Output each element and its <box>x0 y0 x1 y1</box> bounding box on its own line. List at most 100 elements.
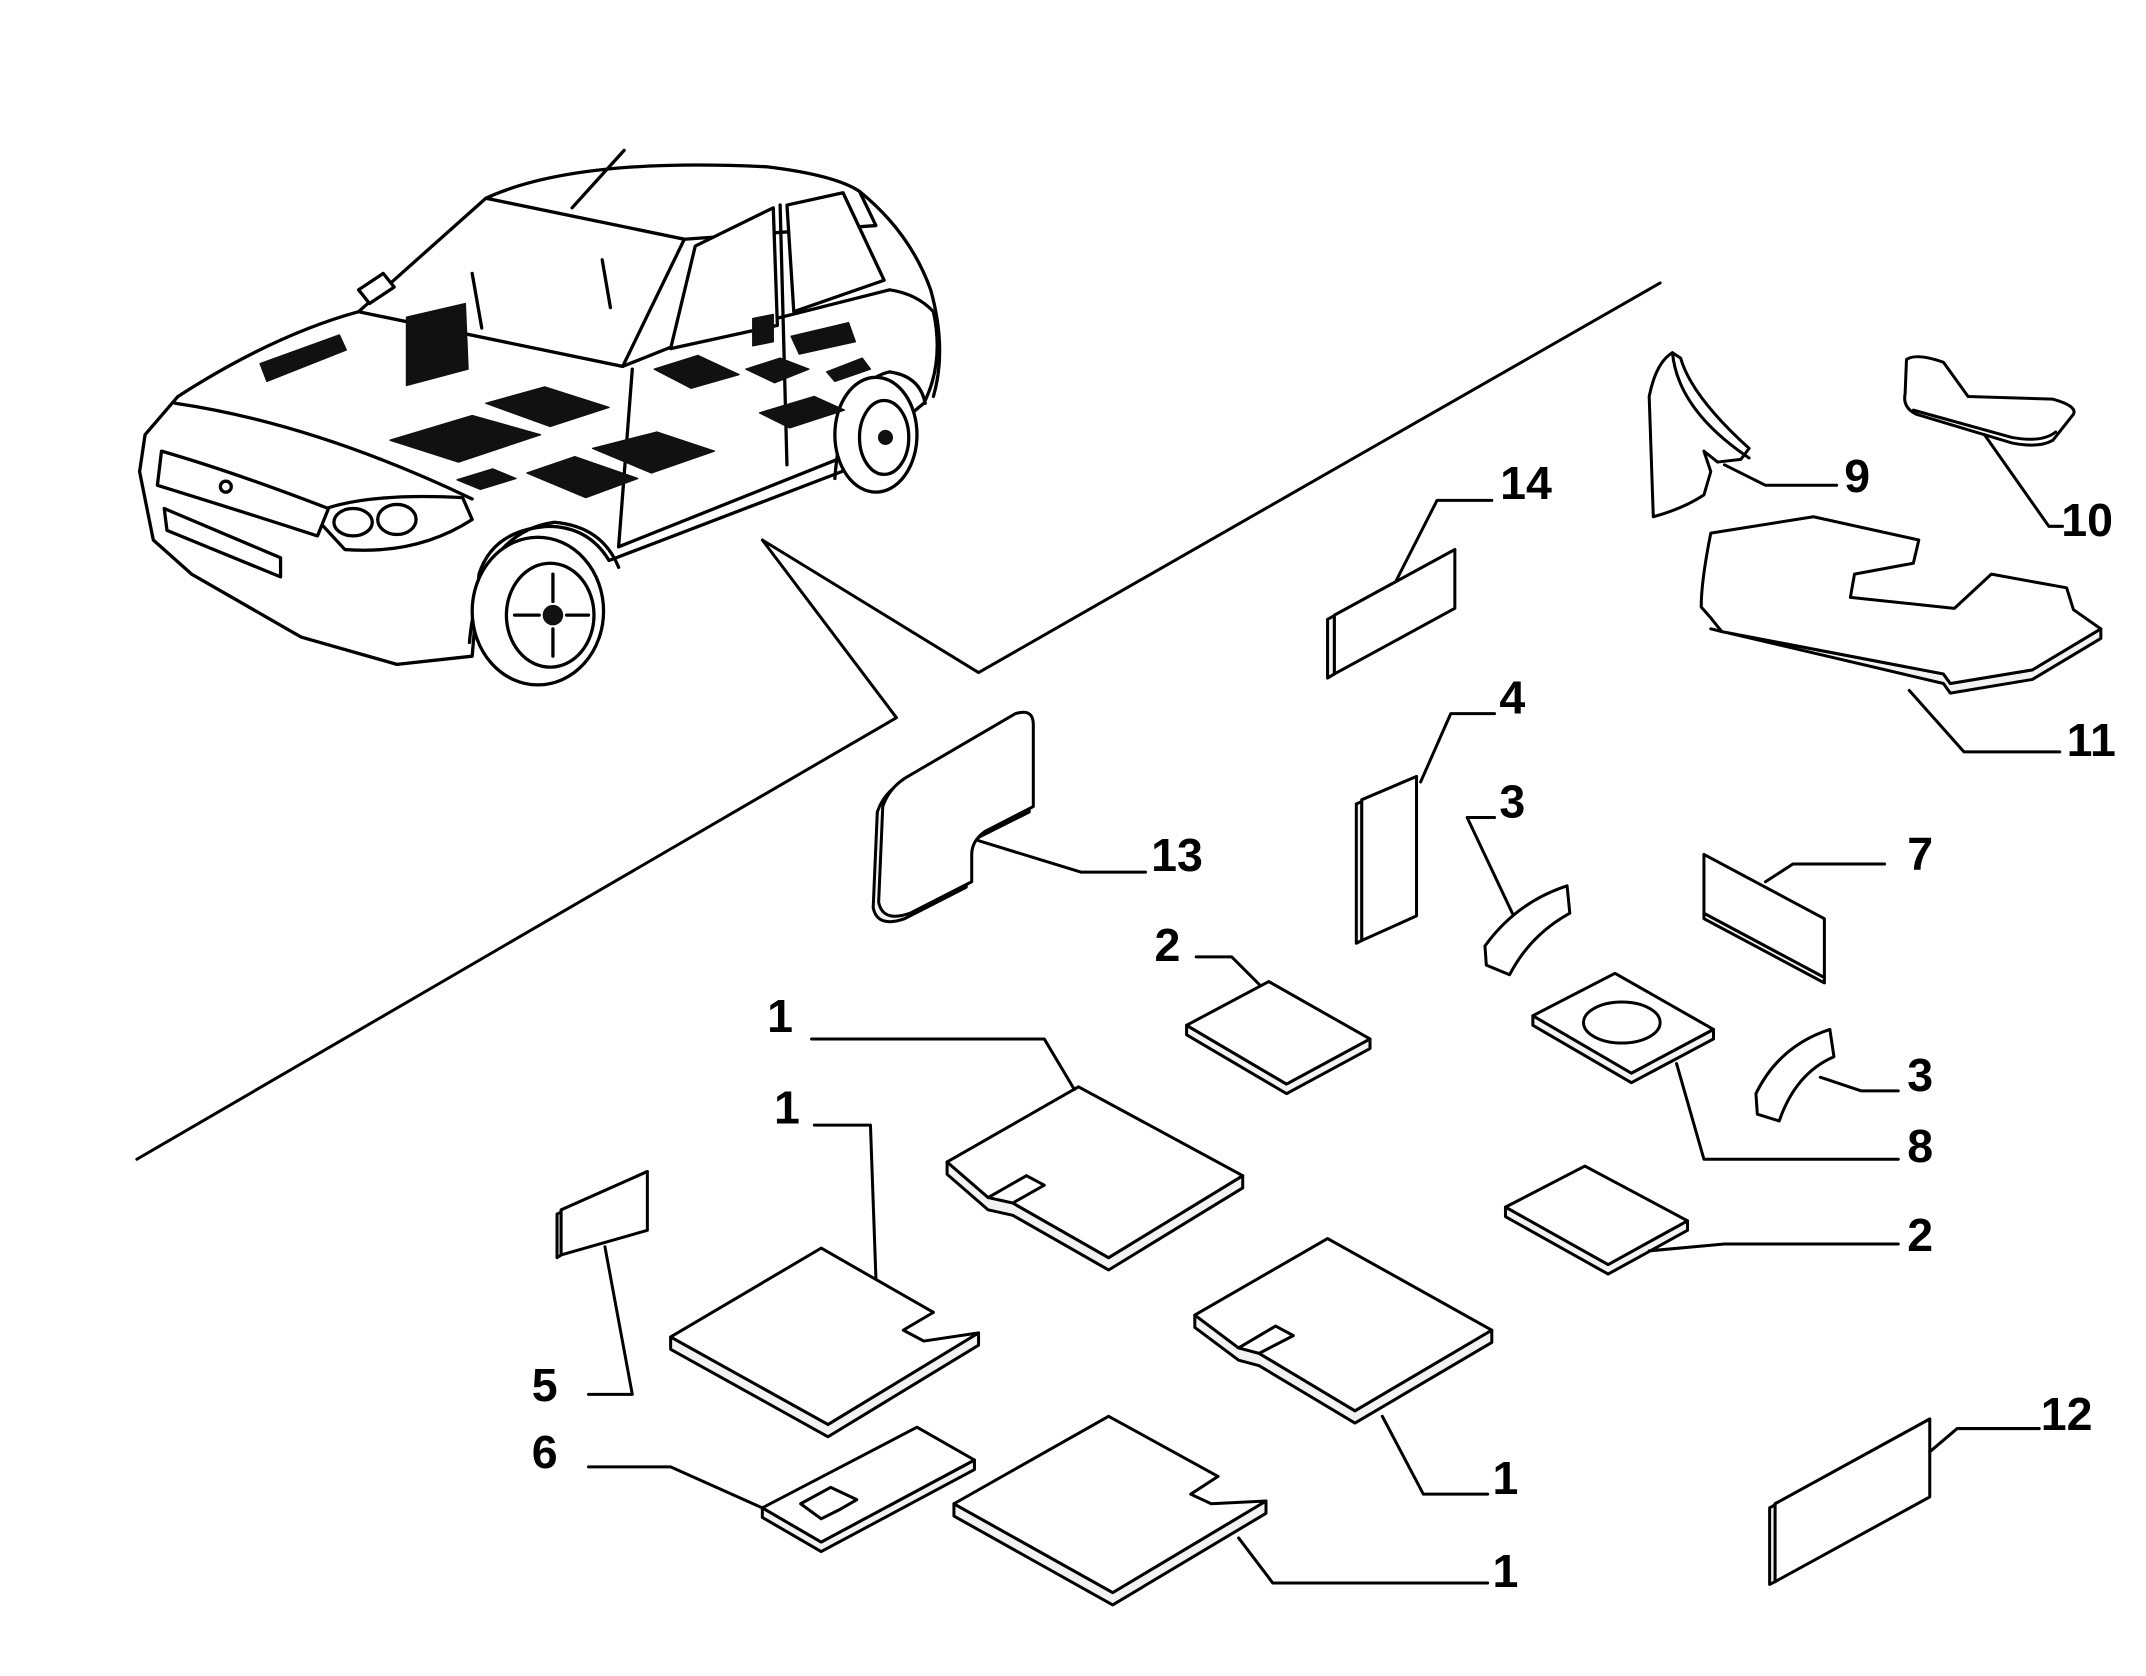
callout-12: 12 <box>2041 1388 2093 1440</box>
part-2-pad-lower <box>1503 1164 1690 1276</box>
part-11-face <box>1699 515 2103 686</box>
front-badge <box>218 479 233 494</box>
part-8-circle <box>1581 1000 1662 1045</box>
rear-floor-pad-6 <box>825 357 872 383</box>
rear-floor-pad-4 <box>752 313 774 347</box>
part-3-arc-lower <box>1754 1027 1836 1123</box>
headlight-lens-2 <box>376 502 418 537</box>
car-illustration <box>137 148 942 687</box>
callout-3-upper: 3 <box>1499 776 1525 828</box>
part-2-lower-face <box>1503 1164 1690 1267</box>
part-1-lower-face <box>952 1414 1268 1595</box>
part-5-pad <box>555 1170 649 1260</box>
part-11-floor-mat <box>1699 515 2103 695</box>
part-4-pad <box>1354 774 1419 945</box>
section-divider <box>135 281 1662 1161</box>
leader-3-lower <box>1818 1075 1900 1093</box>
part-3-lower-face <box>1754 1027 1836 1123</box>
front-door-window <box>668 206 780 351</box>
part-12-face <box>1773 1417 1932 1584</box>
firewall-pad <box>405 302 469 387</box>
rear-floor-pad-3 <box>653 354 740 389</box>
part-3-upper-face <box>1483 884 1572 977</box>
leader-11 <box>1907 688 2062 754</box>
callout-3-lower: 3 <box>1907 1049 1933 1101</box>
part-13-face <box>877 710 1035 918</box>
rear-hub <box>877 429 894 445</box>
part-3-arc-upper <box>1483 884 1572 977</box>
part-10-edge <box>1911 408 2058 441</box>
part-2-pad-upper <box>1185 980 1372 1096</box>
callout-2-lower: 2 <box>1907 1209 1933 1261</box>
callout-6: 6 <box>532 1426 558 1478</box>
hood-line <box>173 401 474 501</box>
part-1-pad-left <box>669 1246 981 1439</box>
part-1-pad-lower <box>952 1414 1268 1607</box>
part-4-face <box>1360 774 1419 943</box>
callout-10: 10 <box>2061 494 2113 546</box>
car-rear <box>857 189 942 399</box>
callout-7: 7 <box>1907 827 1933 879</box>
part-9-edge <box>1670 351 1751 460</box>
leader-1-right <box>1380 1414 1490 1496</box>
part-1-pad-top <box>945 1085 1245 1272</box>
door-sill <box>616 457 840 549</box>
part-2-upper-face <box>1185 980 1372 1086</box>
leader-9 <box>1722 463 1839 487</box>
floor-pad-2 <box>485 386 610 428</box>
part-12-pad <box>1768 1417 1932 1586</box>
front-grille <box>155 449 331 538</box>
callout-1-left: 1 <box>774 1082 800 1134</box>
part-1-top-edge <box>945 1160 1245 1272</box>
callout-2-upper: 2 <box>1154 919 1180 971</box>
callout-1-lower: 1 <box>1493 1545 1519 1597</box>
leader-5 <box>587 1245 634 1396</box>
leader-13 <box>977 839 1148 874</box>
callout-1-right: 1 <box>1493 1452 1519 1504</box>
floor-pad-1 <box>389 414 542 463</box>
part-5-face <box>559 1170 649 1257</box>
part-14-pad <box>1326 548 1457 680</box>
leader-14 <box>1394 498 1494 583</box>
part-13-panel <box>871 710 1035 924</box>
part-6-pad <box>760 1425 976 1554</box>
part-10-tray <box>1903 355 2076 447</box>
leader-1-left <box>812 1123 878 1280</box>
leader-8 <box>1675 1062 1900 1161</box>
headlight-lens-1 <box>332 506 374 538</box>
windshield-reflection <box>470 258 613 330</box>
part-14-face <box>1332 548 1457 676</box>
part-9-panel <box>1647 351 1751 519</box>
front-hub <box>542 604 564 626</box>
part-1-pad-right <box>1193 1237 1494 1425</box>
side-mirror <box>356 271 396 306</box>
part-9-face <box>1647 351 1751 519</box>
callout-14: 14 <box>1500 457 1552 509</box>
rear-floor-pad-5 <box>790 321 857 355</box>
part-6-cutout <box>799 1485 859 1521</box>
part-1-right-face <box>1193 1237 1494 1413</box>
callout-5: 5 <box>532 1359 558 1411</box>
lower-grille <box>162 506 283 579</box>
callout-4: 4 <box>1499 672 1525 724</box>
leader-2-upper <box>1194 955 1261 986</box>
rear-floor-pad-2 <box>745 357 810 384</box>
callout-9: 9 <box>1844 450 1870 502</box>
part-7-pad <box>1702 852 1826 985</box>
callout-1-top: 1 <box>767 990 793 1042</box>
car-antenna <box>570 148 626 210</box>
callout-11: 11 <box>2067 714 2116 766</box>
part-8-face <box>1531 971 1716 1075</box>
front-rim-spokes <box>512 572 591 658</box>
part-7-face <box>1702 852 1826 979</box>
part-1-right-edge <box>1193 1313 1494 1425</box>
hood-pad <box>259 334 347 383</box>
part-1-top-face <box>945 1085 1245 1260</box>
part-8-pad <box>1531 971 1716 1085</box>
rear-floor-pad-1 <box>758 395 846 429</box>
rear-door-window <box>785 191 886 314</box>
car-insulation-pads <box>259 302 872 499</box>
divider-line <box>135 281 1662 1161</box>
floor-pad-5 <box>456 468 517 491</box>
